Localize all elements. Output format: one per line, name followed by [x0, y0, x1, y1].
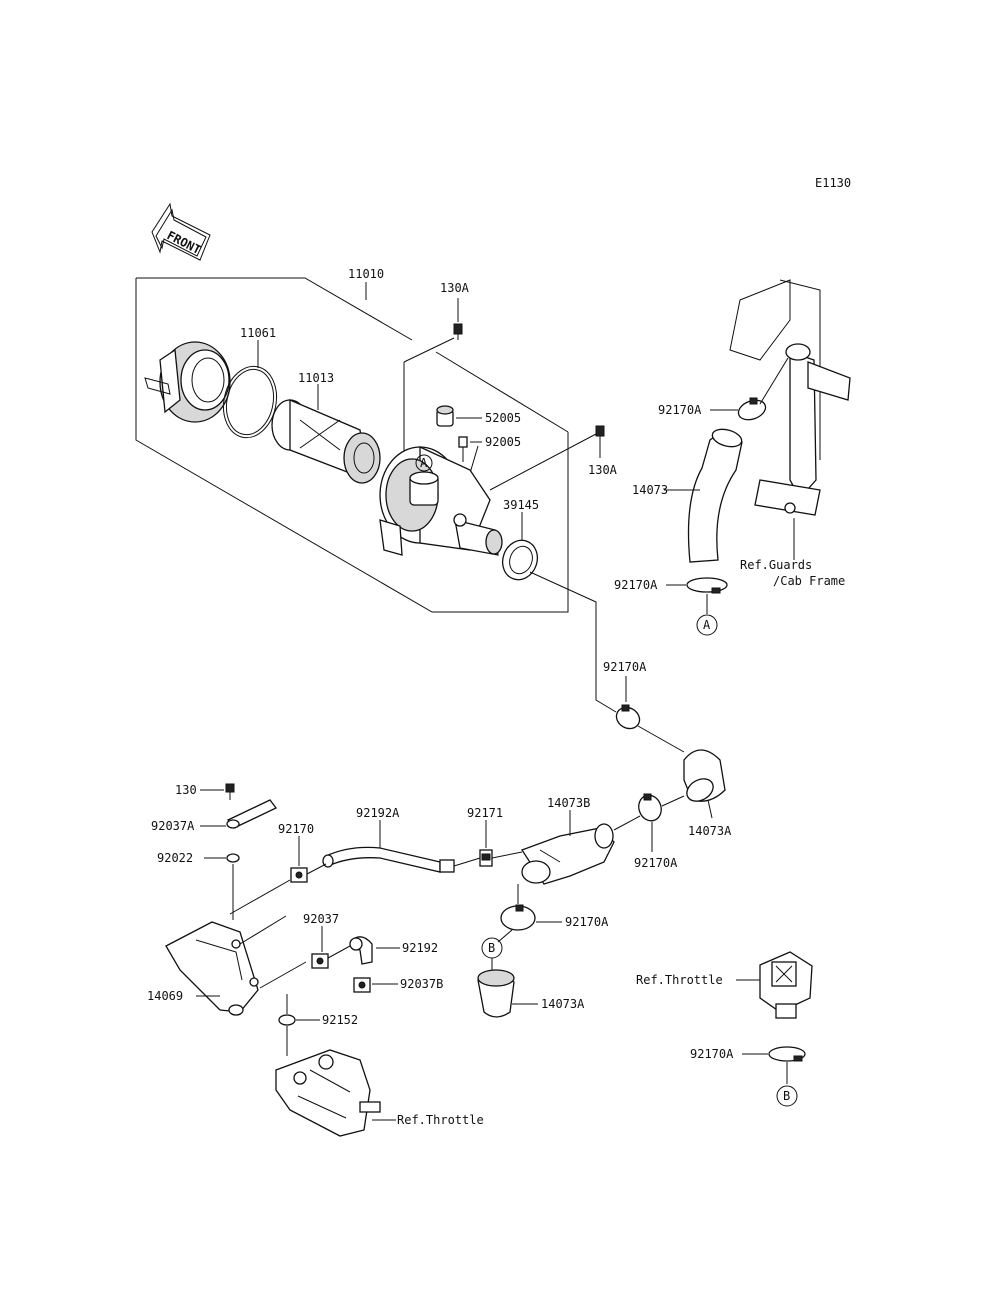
part-label-14073B: 14073B	[547, 796, 590, 810]
throttle-body-right	[759, 951, 813, 1019]
part-label-92005: 92005	[485, 435, 521, 449]
clamp-92170A-2	[686, 577, 728, 594]
part-label-14073A-2: 14073A	[541, 997, 585, 1011]
bracket-92037A	[226, 799, 277, 829]
part-label-130A-right: 130A	[588, 463, 618, 477]
part-label-92170A-5: 92170A	[565, 915, 609, 929]
cab-frame-duct	[729, 279, 851, 516]
part-label-11061: 11061	[240, 326, 276, 340]
front-arrow: FRONT	[151, 202, 211, 261]
part-label-11013: 11013	[298, 371, 334, 385]
part-label-39145: 39145	[503, 498, 539, 512]
part-label-92170: 92170	[278, 822, 314, 836]
throttle-body-bottom	[275, 1049, 381, 1137]
clamp-92170A-3	[615, 704, 641, 730]
ref-guards: Ref.Guards	[740, 558, 812, 572]
seal-92152	[278, 1014, 296, 1026]
part-label-11010: 11010	[348, 267, 384, 281]
marker-b-right: B	[783, 1089, 790, 1103]
part-label-92170A-1: 92170A	[658, 403, 702, 417]
hose-92192A	[322, 846, 455, 873]
air-cleaner-assembly-box	[135, 277, 569, 613]
bolt-130A-right	[595, 425, 605, 437]
air-filter-element-11013	[271, 399, 381, 484]
part-label-92171: 92171	[467, 806, 503, 820]
marker-a-case: A	[420, 456, 428, 470]
o-ring-11061	[222, 365, 278, 439]
part-label-92037A: 92037A	[151, 819, 195, 833]
part-label-92170A-6: 92170A	[690, 1047, 734, 1061]
part-label-92170A-4: 92170A	[634, 856, 678, 870]
marker-a-right: A	[703, 618, 711, 632]
cover-14069	[165, 921, 259, 1016]
part-label-52005: 52005	[485, 411, 521, 425]
clamp-92170A-5	[500, 904, 536, 931]
seal-39145	[501, 539, 539, 581]
fitting-92171	[479, 849, 493, 867]
elbow-hose-14073A-1	[683, 749, 726, 802]
diagram-code: E1130	[815, 176, 851, 190]
clamp-92037B	[353, 977, 371, 993]
clamp-92037	[311, 953, 329, 969]
valve-52005	[436, 405, 454, 427]
air-cleaner-cap	[144, 341, 231, 423]
fitting-92005	[458, 436, 468, 462]
clamp-92170	[290, 867, 308, 883]
part-label-130: 130	[175, 783, 197, 797]
part-label-92037: 92037	[303, 912, 339, 926]
air-cleaner-case	[379, 445, 503, 556]
part-label-92022: 92022	[157, 851, 193, 865]
ref-throttle-right: Ref.Throttle	[636, 973, 723, 987]
part-label-92170A-3: 92170A	[603, 660, 647, 674]
ref-cab-frame: /Cab Frame	[773, 574, 845, 588]
part-label-92152: 92152	[322, 1013, 358, 1027]
part-label-14069: 14069	[147, 989, 183, 1003]
part-label-130A-top: 130A	[440, 281, 470, 295]
boot-14073A-2	[477, 969, 515, 1018]
hose-14073	[687, 428, 743, 563]
part-label-92192A: 92192A	[356, 806, 400, 820]
part-label-92170A-2: 92170A	[614, 578, 658, 592]
clamp-92170A-4	[638, 793, 662, 822]
bolt-130	[225, 783, 235, 800]
part-label-14073A-1: 14073A	[688, 824, 732, 838]
hose-92192	[349, 936, 373, 965]
clamp-92170A-1	[737, 397, 767, 421]
marker-b-left: B	[488, 941, 495, 955]
part-label-14073: 14073	[632, 483, 668, 497]
part-label-92037B: 92037B	[400, 977, 443, 991]
ref-throttle-bottom: Ref.Throttle	[397, 1113, 484, 1127]
washer-92022	[226, 853, 240, 863]
part-label-92192: 92192	[402, 941, 438, 955]
bolt-130A-top	[453, 323, 463, 340]
clamp-92170A-6	[768, 1046, 806, 1062]
pipe-14073B	[521, 823, 615, 885]
